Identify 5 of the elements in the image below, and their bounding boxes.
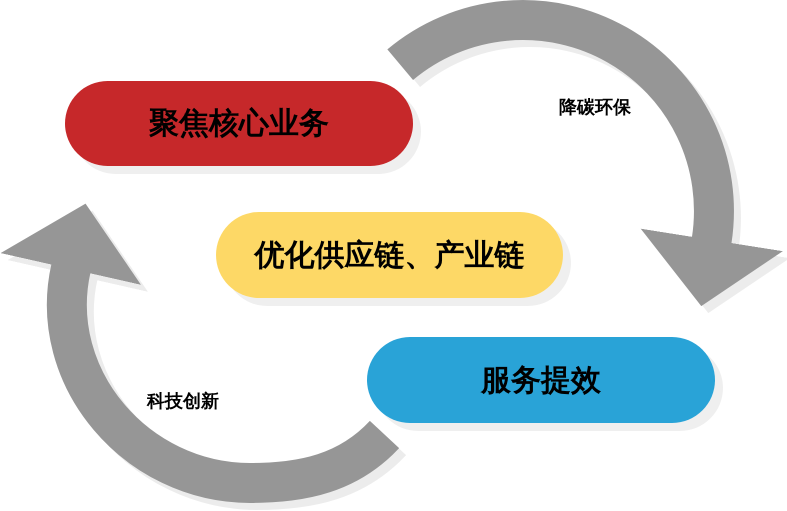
rounded-box: 聚焦核心业务 — [65, 81, 413, 166]
edge-label: 科技创新 — [145, 392, 221, 412]
edge-label: 降碳环保 — [557, 98, 633, 118]
rounded-box: 优化供应链、产业链 — [216, 212, 563, 298]
rounded-box: 服务提效 — [367, 337, 715, 423]
